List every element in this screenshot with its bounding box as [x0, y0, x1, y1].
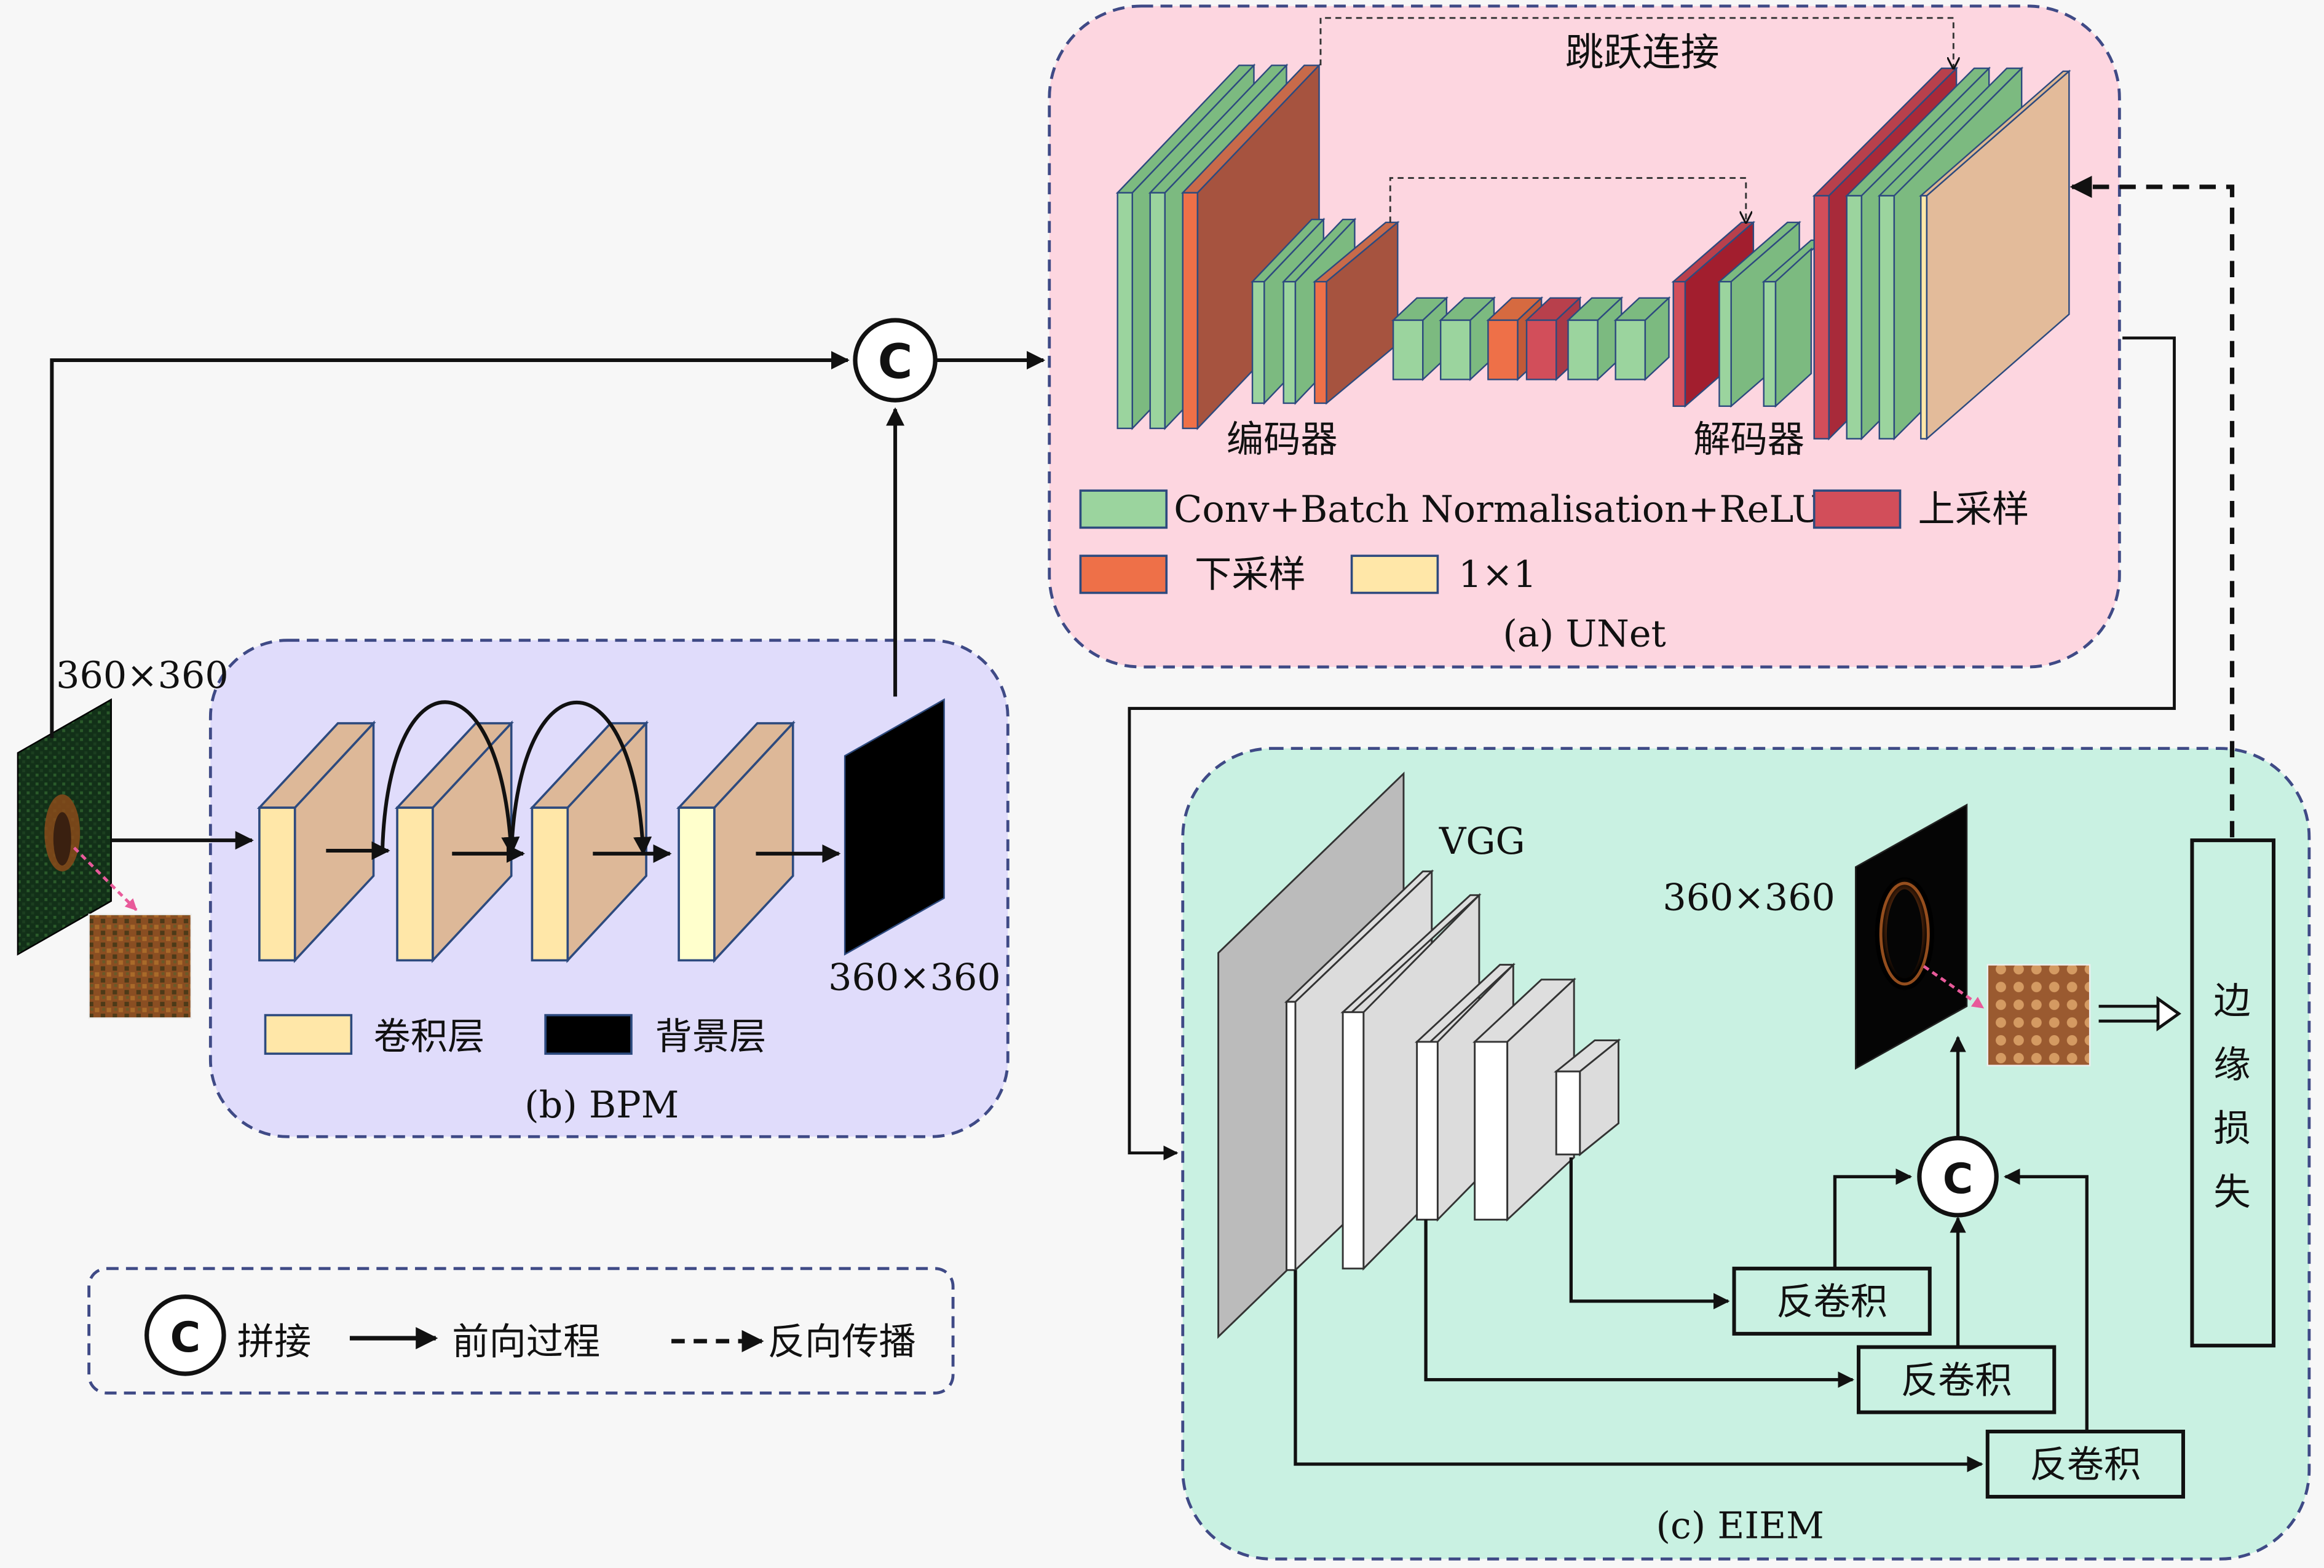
legend-bpm-conv-label: 卷积层 [373, 1015, 484, 1058]
residual-arc-2 [509, 700, 652, 856]
unet-title: (a) UNet [1503, 612, 1666, 655]
skip-connection-inner [1389, 177, 1746, 223]
skip-connection-label: 跳跃连接 [1565, 30, 1720, 74]
legend-downsample-swatch [1079, 554, 1168, 594]
legend-concat-label: 拼接 [237, 1321, 312, 1364]
vgg-blocks [1217, 771, 1621, 1339]
deconv-label-3: 反卷积 [2030, 1444, 2141, 1487]
decoder-stage-1 [1671, 221, 1825, 408]
encoder-stage-2 [1251, 218, 1400, 405]
eiem-title: (c) EIEM [1656, 1505, 1824, 1548]
arrow-vgg-deconv-1 [1569, 1157, 1730, 1310]
deconv-label-1: 反卷积 [1776, 1281, 1887, 1324]
unet-bottleneck [1391, 296, 1671, 382]
deconv-box-3 [1985, 1429, 2185, 1499]
deconv-box-1 [1732, 1266, 1932, 1336]
double-arrow [2098, 996, 2181, 1031]
arrow-unet-to-eiem [1128, 336, 2176, 1160]
legend-background-swatch [544, 1014, 633, 1055]
edge-loss-box [2190, 838, 2276, 1348]
bpm-conv-layer-3 [529, 720, 649, 963]
edge-map-image [1855, 803, 2091, 1070]
edge-map [1855, 803, 1968, 1070]
edge-loss-char-3: 损 [2213, 1107, 2250, 1150]
decoder-label: 解码器 [1693, 419, 1804, 462]
bpm-conv-layer-4 [676, 720, 796, 963]
legend-concat-symbol: C [170, 1313, 201, 1361]
legend-1x1-swatch [1350, 554, 1439, 594]
residual-arc-1 [380, 700, 520, 856]
bpm-title: (b) BPM [524, 1084, 679, 1127]
legend-background-label: 背景层 [655, 1015, 767, 1058]
edge-loss-char-2: 缘 [2213, 1044, 2250, 1087]
legend-upsample-label: 上采样 [1918, 488, 2029, 531]
legend-downsample-label: 下采样 [1195, 553, 1306, 596]
legend-1x1-label: 1×1 [1458, 553, 1536, 596]
input-image [17, 698, 192, 1019]
vgg-block-6 [1554, 1038, 1621, 1157]
skip-connection-outer [1319, 17, 1953, 68]
edge-loss-char-4: 失 [2213, 1171, 2250, 1214]
vgg-label: VGG [1439, 820, 1525, 863]
zoom-arrow [73, 846, 138, 912]
edge-zoom-arrow [1923, 965, 1985, 1009]
legend-upsample-swatch [1812, 489, 1902, 529]
arrow-deconv1-to-concat [1833, 1168, 1913, 1269]
edge-image-size-label: 360×360 [1662, 876, 1835, 919]
concat-symbol-top: C [878, 334, 913, 390]
arrow-deconv3-to-concat [2004, 1168, 2089, 1432]
backprop-arrow [2069, 175, 2235, 838]
legend-concat-icon [144, 1294, 226, 1376]
edge-texture-crop [1986, 964, 2091, 1066]
legend-conv-swatch [1079, 489, 1168, 529]
edge-loss-char-1: 边 [2213, 980, 2250, 1023]
legend-panel [87, 1267, 955, 1395]
legend-forward-label: 前向过程 [452, 1321, 600, 1364]
decoder-stage-2 [1812, 66, 2071, 441]
arrow-vgg-deconv-2 [1424, 1219, 1855, 1388]
bpm-conv-layer-2 [394, 720, 514, 963]
legend-bpm-conv-swatch [264, 1014, 353, 1055]
encoder-label: 编码器 [1227, 419, 1338, 462]
deconv-box-2 [1857, 1345, 2057, 1414]
bpm-conv-layers [256, 698, 945, 963]
legend-backward-label: 反向传播 [768, 1321, 916, 1364]
unet-encoder [1115, 63, 1400, 430]
legend-conv-label: Conv+Batch Normalisation+ReLU [1174, 488, 1823, 531]
encoder-stage-1 [1115, 63, 1321, 430]
concat-node-eiem [1917, 1136, 1999, 1218]
input-texture-crop [88, 913, 192, 1019]
unet-legend: Conv+Batch Normalisation+ReLU 上采样 下采样 1×… [1079, 488, 2029, 596]
vgg-block-5 [1472, 977, 1576, 1222]
background-layer [844, 698, 945, 956]
bpm-output-size-label: 360×360 [828, 956, 1000, 999]
arrow-vgg-deconv-3 [1294, 1270, 1983, 1473]
concat-node-top [853, 318, 938, 403]
concat-symbol-eiem: C [1943, 1154, 1974, 1203]
unet-decoder [1671, 66, 2071, 441]
input-size-label: 360×360 [56, 654, 228, 697]
deconv-label-2: 反卷积 [1901, 1359, 2012, 1402]
arrow-input-to-concat [50, 350, 850, 738]
bpm-conv-layer-1 [256, 720, 376, 963]
